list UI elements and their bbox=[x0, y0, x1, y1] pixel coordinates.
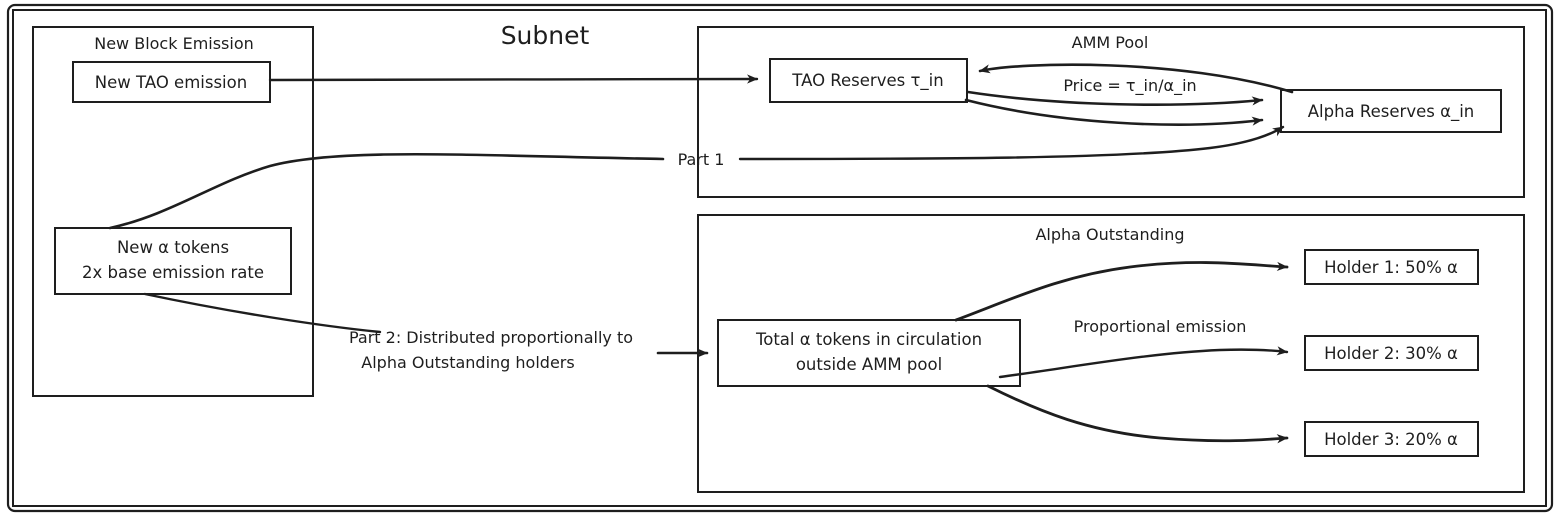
node-label-total-alpha-line2: outside AMM pool bbox=[796, 355, 942, 374]
edge-tao-reserves-to-alpha-reserves-lower bbox=[964, 98, 1264, 126]
edge-part1-to-alpha-reserves bbox=[108, 152, 665, 230]
node-holder-1[interactable] bbox=[1304, 249, 1479, 285]
page-title: Subnet bbox=[501, 21, 590, 50]
edge-part2-from-alpha-tokens bbox=[143, 292, 382, 334]
edge-total-to-holder-1 bbox=[954, 261, 1289, 322]
node-new-alpha-tokens[interactable] bbox=[54, 227, 292, 295]
edge-total-to-holder-2 bbox=[998, 346, 1289, 379]
page-frame bbox=[6, 3, 1554, 513]
group-label-amm-pool: AMM Pool bbox=[1072, 33, 1149, 52]
edge-label-part1: Part 1 bbox=[678, 150, 725, 169]
node-holder-3[interactable] bbox=[1304, 421, 1479, 457]
node-label-total-alpha-line1: Total α tokens in circulation bbox=[755, 330, 982, 349]
edge-tao-emission-to-reserves bbox=[268, 74, 759, 84]
edge-tao-reserves-to-alpha-reserves-upper bbox=[966, 90, 1264, 106]
group-label-new-block-emission: New Block Emission bbox=[94, 34, 254, 53]
node-label-alpha-reserves: Alpha Reserves α_in bbox=[1308, 102, 1475, 122]
edge-label-price: Price = τ_in/α_in bbox=[1063, 76, 1196, 96]
node-total-alpha-tokens[interactable] bbox=[717, 319, 1021, 387]
group-amm-pool bbox=[697, 26, 1525, 198]
group-new-block-emission bbox=[32, 26, 314, 397]
edge-label-part2-line2: Alpha Outstanding holders bbox=[361, 353, 574, 372]
node-tao-reserves[interactable] bbox=[769, 58, 968, 103]
edge-part1-tail bbox=[738, 125, 1285, 161]
node-label-new-tao-emission: New TAO emission bbox=[95, 73, 247, 92]
node-alpha-reserves[interactable] bbox=[1280, 89, 1502, 133]
node-label-new-alpha-tokens-line2: 2x base emission rate bbox=[82, 263, 264, 282]
node-label-tao-reserves: TAO Reserves τ_in bbox=[791, 71, 943, 91]
node-new-tao-emission[interactable] bbox=[72, 61, 271, 103]
subnet-container bbox=[12, 9, 1547, 507]
node-holder-2[interactable] bbox=[1304, 335, 1479, 371]
edge-total-to-holder-3 bbox=[986, 384, 1289, 444]
edge-alpha-reserves-to-tao-reserves bbox=[978, 63, 1294, 94]
edge-label-proportional-emission: Proportional emission bbox=[1074, 317, 1247, 336]
node-label-new-alpha-tokens-line1: New α tokens bbox=[117, 238, 229, 257]
group-label-alpha-outstanding: Alpha Outstanding bbox=[1035, 225, 1184, 244]
node-label-holder-3: Holder 3: 20% α bbox=[1324, 430, 1458, 449]
node-label-holder-1: Holder 1: 50% α bbox=[1324, 258, 1458, 277]
edge-label-part2-line1: Part 2: Distributed proportionally to bbox=[349, 328, 633, 347]
node-label-holder-2: Holder 2: 30% α bbox=[1324, 344, 1458, 363]
